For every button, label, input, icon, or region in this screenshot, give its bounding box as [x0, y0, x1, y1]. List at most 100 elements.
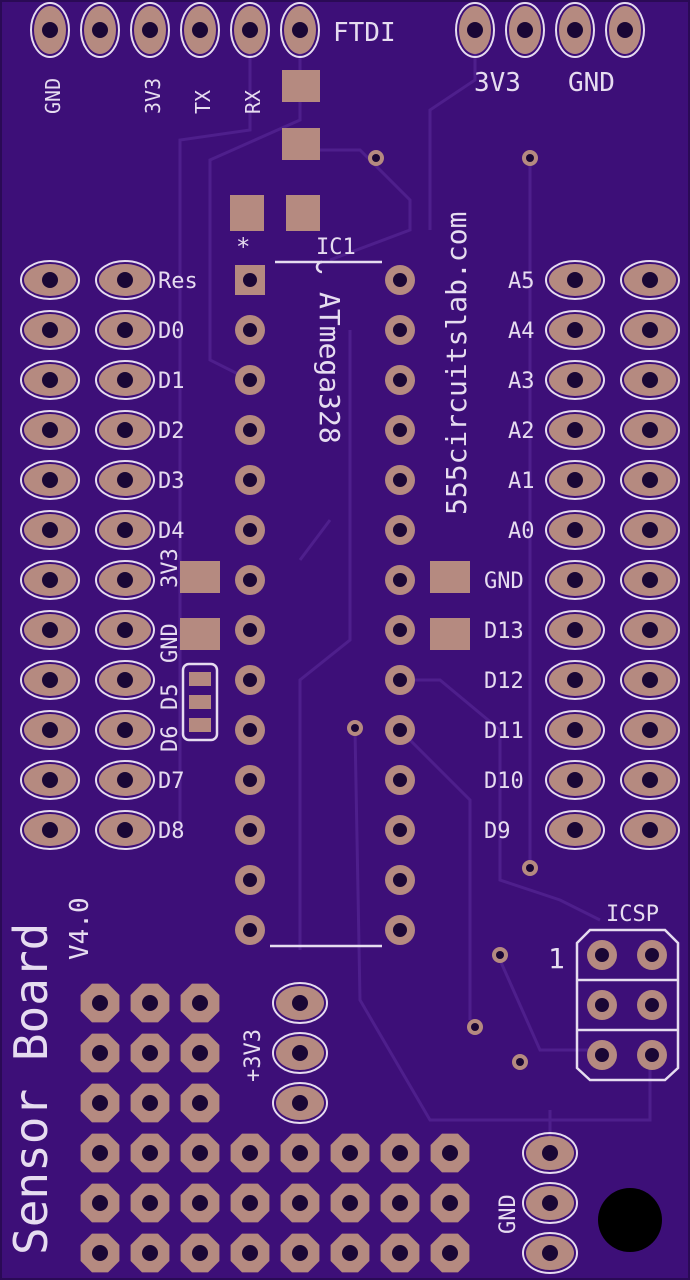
left-header-pad [20, 760, 80, 800]
smd-pads-top [230, 70, 320, 231]
right-pin-label: D12 [484, 669, 524, 694]
ic-pin-left [235, 265, 265, 295]
ic-pin-right [385, 665, 415, 695]
power-label-gnd: GND [568, 68, 615, 98]
proto-pad [130, 1183, 170, 1223]
left-header-pad [95, 810, 155, 850]
proto-pad [230, 1183, 270, 1223]
board-version: V4.0 [65, 897, 95, 960]
board-title: Sensor Board [4, 923, 58, 1255]
right-header-pad [545, 260, 605, 300]
proto-pad [230, 1233, 270, 1273]
right-header-pad [620, 810, 680, 850]
left-pin-label: GND [158, 623, 183, 663]
proto-pad [230, 1133, 270, 1173]
gnd-header-label: GND [496, 1194, 521, 1234]
left-header-pad [20, 310, 80, 350]
right-pin-label: D11 [484, 719, 524, 744]
proto-pad [130, 983, 170, 1023]
ftdi-pin-label: RX [241, 90, 265, 114]
ic-pin-right [385, 865, 415, 895]
ic-pin-left [235, 815, 265, 845]
ic-pin-right [385, 315, 415, 345]
ic-pin-right [385, 465, 415, 495]
ic-pin-left [235, 365, 265, 395]
proto-pad [380, 1183, 420, 1223]
ic-ref-label: IC1 [316, 235, 356, 260]
right-pin-label: D13 [484, 619, 524, 644]
proto-pad [80, 983, 120, 1023]
ic-pin-right [385, 265, 415, 295]
proto-pad [330, 1233, 370, 1273]
right-header-pad [545, 410, 605, 450]
icsp-pin [637, 990, 667, 1020]
ic-pin-right [385, 715, 415, 745]
vreg-label: +3V3 [241, 1029, 266, 1082]
right-header-pad [545, 760, 605, 800]
gnd-pin [522, 1182, 578, 1224]
proto-pad [380, 1133, 420, 1173]
right-pin-label: D9 [484, 819, 511, 844]
left-pin-label: D6 [158, 726, 183, 753]
proto-pad [180, 1183, 220, 1223]
ftdi-pin-3 [130, 2, 170, 58]
left-header-pad [20, 460, 80, 500]
left-pin-label: D4 [158, 519, 185, 544]
left-header-pad [95, 560, 155, 600]
left-header-pad [20, 260, 80, 300]
icsp-pin [637, 1040, 667, 1070]
ic-pin-left [235, 415, 265, 445]
ic-pin-left [235, 315, 265, 345]
left-header-pad [20, 710, 80, 750]
proto-pad [430, 1233, 470, 1273]
gnd-pin [522, 1132, 578, 1174]
right-pin-label: GND [484, 569, 524, 594]
website-label: 555circuitslab.com [440, 212, 473, 515]
ftdi-pin-label: TX [191, 90, 215, 114]
proto-pad [130, 1233, 170, 1273]
right-header-pad [620, 560, 680, 600]
vreg-header [272, 982, 328, 1124]
right-header-pad [620, 760, 680, 800]
right-header-pad [545, 810, 605, 850]
ftdi-pin-label: GND [41, 78, 65, 114]
gnd-header [522, 1132, 578, 1274]
ic-pin-right [385, 615, 415, 645]
ftdi-pin-5 [230, 2, 270, 58]
ic-notch [315, 260, 323, 274]
left-header-pad [95, 660, 155, 700]
ftdi-label: FTDI [333, 18, 396, 48]
icsp-pin [637, 940, 667, 970]
right-pin-label: A1 [508, 469, 535, 494]
proto-pad [180, 1083, 220, 1123]
right-header-pad [620, 310, 680, 350]
left-header-pad [20, 510, 80, 550]
left-header-pad [95, 410, 155, 450]
ic-pin-left [235, 765, 265, 795]
left-header-pad [20, 660, 80, 700]
ftdi-pin-4 [180, 2, 220, 58]
proto-pad [280, 1133, 320, 1173]
ic-pin-right [385, 365, 415, 395]
proto-pad [180, 1033, 220, 1073]
left-header-pad [20, 410, 80, 450]
power-pin-2 [505, 2, 545, 58]
mcu-label: ATmega328 [313, 292, 346, 444]
proto-pad [130, 1083, 170, 1123]
left-pin-label: 3V3 [158, 548, 183, 588]
right-header-pad [620, 660, 680, 700]
proto-pad [80, 1183, 120, 1223]
right-pin-label: A4 [508, 319, 535, 344]
power-header-top [455, 2, 645, 58]
left-header-pad [20, 610, 80, 650]
left-pin-label: D3 [158, 469, 185, 494]
ic-pin-left [235, 565, 265, 595]
ic-pin-right [385, 815, 415, 845]
right-header-pad [620, 460, 680, 500]
ic-pin-right [385, 915, 415, 945]
left-pin-label: D1 [158, 369, 185, 394]
proto-pad [180, 983, 220, 1023]
proto-pad [130, 1133, 170, 1173]
proto-pad [330, 1133, 370, 1173]
ic-pin-right [385, 415, 415, 445]
